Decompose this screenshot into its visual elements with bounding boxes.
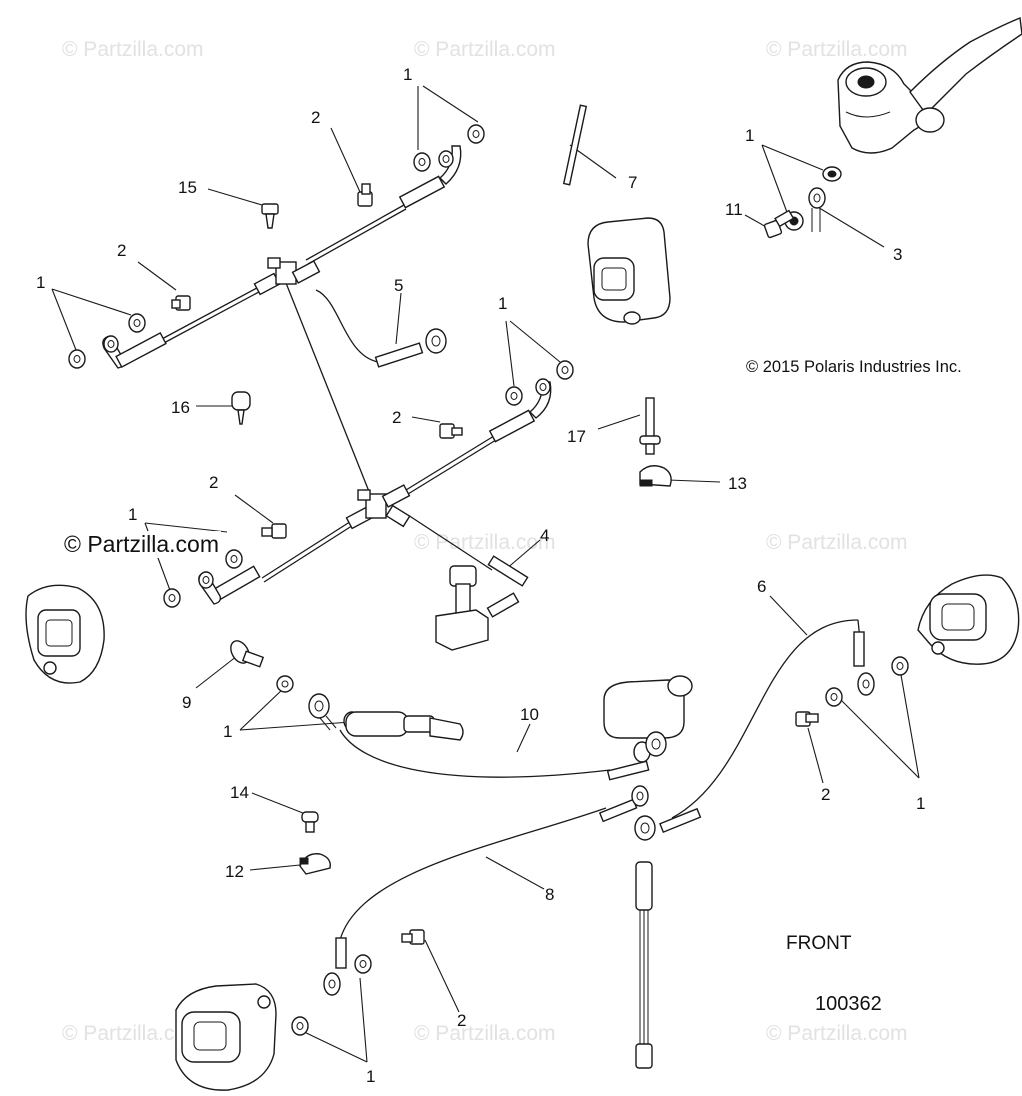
right-caliper-hardware [795,631,909,727]
callout-number: 8 [545,885,555,904]
callout-number: 1 [745,126,755,145]
callout-number: 1 [403,65,413,84]
callout-number: 1 [498,294,508,313]
callout-number: 2 [209,473,219,492]
watermark: © Partzilla.com [414,1022,556,1045]
watermark: © Partzilla.com [766,38,908,61]
callout-number: 2 [821,785,831,804]
lower-brake-line-assembly [163,360,574,608]
part-17-pin [639,397,661,455]
part-9-fitting [230,640,265,668]
watermark: © Partzilla.com [766,1022,908,1045]
callout-number: 5 [394,276,404,295]
rear-caliper [175,983,277,1091]
callout-number: 1 [916,794,926,813]
watermark: © Partzilla.com [62,1022,204,1045]
callout-number: 14 [230,783,249,802]
site-badge: © Partzilla.com [62,531,221,558]
rear-master-cylinder [276,675,693,781]
callout-number: 13 [728,474,747,493]
part-4-valve [435,555,529,651]
callout-number: 9 [182,693,192,712]
callout-number: 1 [223,722,233,741]
callout-number: 17 [567,427,586,446]
part-13-clamp [639,465,672,487]
callout-number: 10 [520,705,539,724]
line-8-fittings [598,785,702,841]
part-12-clamp [299,853,331,875]
callout-number: 15 [178,178,197,197]
right-front-caliper [917,574,1020,665]
callout-number: 2 [311,108,321,127]
front-right-caliper-upper [587,217,671,325]
brake-lines [159,204,861,941]
watermark: © Partzilla.com [414,38,556,61]
diagram-number: 100362 [815,993,882,1015]
copyright-notice: © 2015 Polaris Industries Inc. [746,358,962,376]
callout-number: 1 [366,1067,376,1086]
callout-number: 6 [757,577,767,596]
callout-number: 4 [540,526,550,545]
watermark: © Partzilla.com [766,531,908,554]
rear-caliper-hardware [291,929,425,1036]
master-cylinder-hardware [763,166,842,239]
callout-number: 12 [225,862,244,881]
callout-number: 1 [36,273,46,292]
callout-number: 2 [457,1011,467,1030]
part-7-rod [562,104,588,186]
front-label: FRONT [786,933,852,954]
upper-brake-line-assembly [68,124,485,369]
part-16-clip [231,391,251,425]
left-front-caliper [25,584,105,684]
callout-number: 16 [171,398,190,417]
part-14-bolt [301,811,319,833]
callout-number: 2 [117,241,127,260]
callout-number: 3 [893,245,903,264]
callout-number: 2 [392,408,402,427]
callout-number: 7 [628,173,638,192]
watermark: © Partzilla.com [414,531,556,554]
vertical-hose [635,861,653,1069]
leader-lines [51,85,920,1063]
callout-number: 11 [725,200,743,219]
callout-number: 1 [128,505,138,524]
master-cylinder [837,17,1022,154]
watermark: © Partzilla.com [62,38,204,61]
